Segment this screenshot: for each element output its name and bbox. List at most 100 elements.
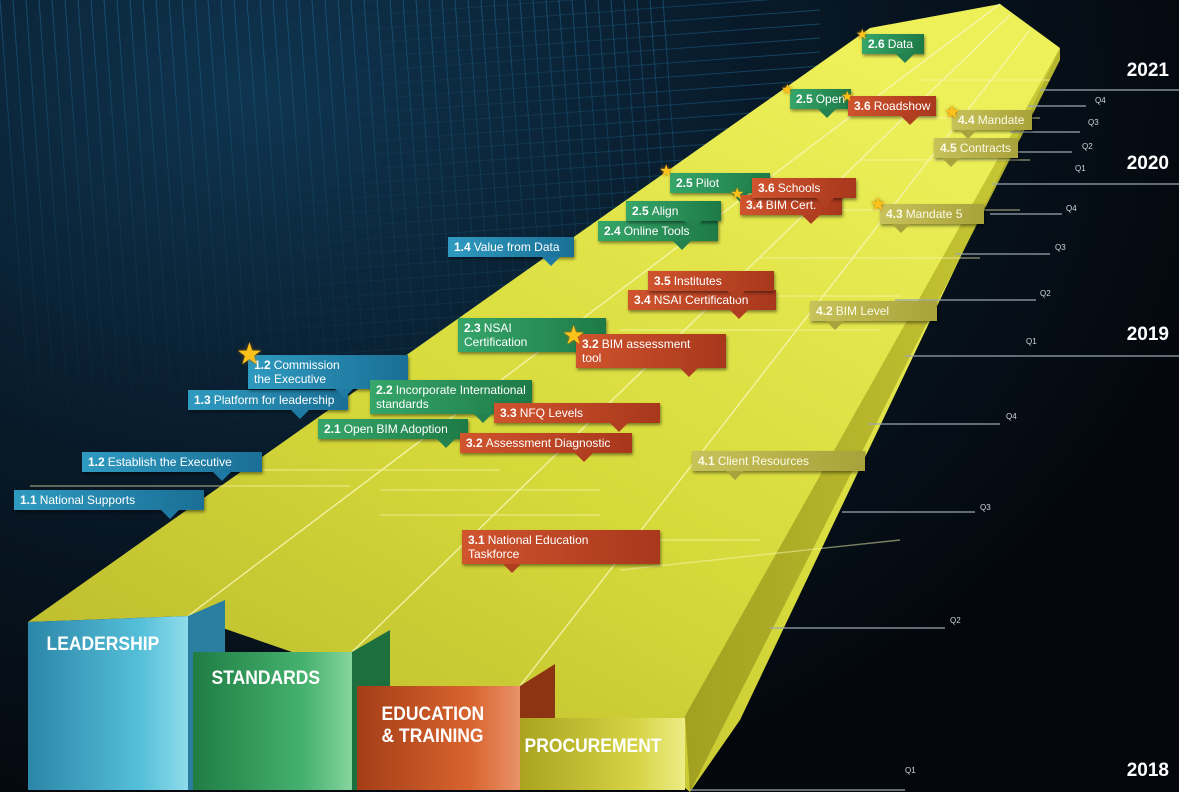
- milestone-number: 4.3: [886, 207, 903, 221]
- milestone-text: Mandate: [977, 113, 1025, 127]
- year-2020: 2020: [1126, 153, 1169, 174]
- milestone-text: Client Resources: [717, 454, 810, 468]
- quarter-label: Q1: [905, 766, 916, 775]
- milestone-number: 1.3: [194, 393, 211, 407]
- star-icon: ★: [841, 88, 854, 104]
- milestone-text: BIM assessment tool: [582, 337, 691, 365]
- milestone-text: Open: [815, 92, 846, 106]
- milestone-number: 2.4: [604, 224, 621, 238]
- milestone-number: 3.3: [500, 406, 517, 420]
- star-icon: ★: [236, 338, 263, 371]
- star-icon: ★: [944, 102, 961, 122]
- milestone-number: 2.5: [676, 176, 693, 190]
- column-standards: STANDARDS: [211, 668, 321, 689]
- milestone-text: Data: [887, 37, 914, 51]
- milestone-number: 2.2: [376, 383, 393, 397]
- milestone-text: Incorporate International standards: [376, 383, 526, 411]
- column-leadership: LEADERSHIP: [46, 634, 160, 655]
- column-education-training: EDUCATION & TRAINING: [381, 704, 485, 747]
- quarter-label: Q4: [1006, 412, 1017, 421]
- year-2021: 2021: [1126, 60, 1169, 81]
- milestone-number: 2.6: [868, 37, 885, 51]
- milestone-number: 2.5: [796, 92, 813, 106]
- milestone-number: 1.4: [454, 240, 471, 254]
- column-procurement: PROCUREMENT: [524, 736, 662, 757]
- milestone-text: Establish the Executive: [107, 455, 232, 469]
- milestone-text: Align: [651, 204, 679, 218]
- milestone-number: 4.1: [698, 454, 715, 468]
- milestone-number: 3.5: [654, 274, 671, 288]
- star-icon: ★: [562, 320, 586, 350]
- milestone-number: 4.4: [958, 113, 975, 127]
- milestone-number: 1.2: [254, 358, 271, 372]
- star-icon: ★: [659, 163, 674, 180]
- milestone-number: 2.3: [464, 321, 481, 335]
- milestone-text: Assessment Diagnostic: [485, 436, 611, 450]
- milestone-text: National Education Taskforce: [468, 533, 589, 561]
- milestone-text: BIM Level: [835, 304, 890, 318]
- milestone-number: 3.2: [582, 337, 599, 351]
- quarter-label: Q2: [950, 616, 961, 625]
- quarter-label: Q3: [980, 503, 991, 512]
- milestone-number: 3.6: [854, 99, 871, 113]
- milestone-text: NSAI Certification: [464, 321, 528, 349]
- milestone-text: Commission the Executive: [254, 358, 340, 386]
- milestone-number: 3.2: [466, 436, 483, 450]
- milestone-text: NFQ Levels: [519, 406, 584, 420]
- star-icon: ★: [730, 186, 745, 203]
- milestone-text: Mandate 5: [905, 207, 963, 221]
- star-icon: ★: [781, 81, 794, 97]
- milestone-number: 1.1: [20, 493, 37, 507]
- milestone-text: Value from Data: [473, 240, 560, 254]
- quarter-label: Q3: [1088, 118, 1099, 127]
- quarter-label: Q1: [1075, 164, 1086, 173]
- milestone-number: 2.1: [324, 422, 341, 436]
- milestone-text: Open BIM Adoption: [343, 422, 448, 436]
- milestone-number: 3.4: [746, 198, 763, 212]
- star-icon: ★: [856, 26, 869, 42]
- milestone-number: 2.5: [632, 204, 649, 218]
- milestone-text: Contracts: [959, 141, 1012, 155]
- milestone-number: 4.2: [816, 304, 833, 318]
- quarter-label: Q4: [1066, 204, 1077, 213]
- milestone-text: Roadshow: [873, 99, 931, 113]
- quarter-label: Q3: [1055, 243, 1066, 252]
- year-2019: 2019: [1126, 324, 1169, 345]
- milestone-number: 3.4: [634, 293, 651, 307]
- quarter-label: Q2: [1082, 142, 1093, 151]
- quarter-label: Q2: [1040, 289, 1051, 298]
- milestone-text: Platform for leadership: [213, 393, 335, 407]
- quarter-label: Q4: [1095, 96, 1106, 105]
- milestone-number: 4.5: [940, 141, 957, 155]
- milestone-text: Online Tools: [623, 224, 690, 238]
- quarter-label: Q1: [1026, 337, 1037, 346]
- milestone-number: 1.2: [88, 455, 105, 469]
- milestone-text: Schools: [777, 181, 821, 195]
- milestone-text: National Supports: [39, 493, 136, 507]
- year-2018: 2018: [1126, 760, 1169, 781]
- milestone-text: BIM Cert.: [765, 198, 817, 212]
